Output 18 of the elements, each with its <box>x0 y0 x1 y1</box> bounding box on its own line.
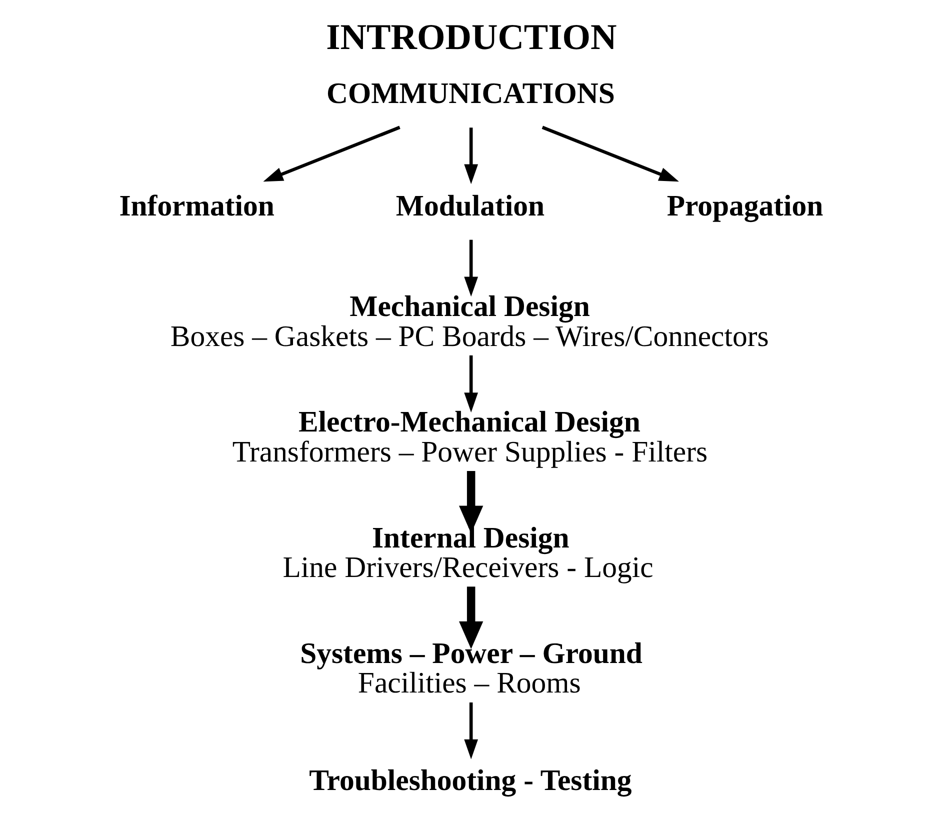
arrow <box>464 128 478 184</box>
arrow <box>459 471 484 534</box>
node-text: Information <box>119 190 274 222</box>
arrow <box>459 586 484 650</box>
arrow <box>542 126 679 182</box>
node-text: Electro-Mechanical Design Transformers – Power Supplies - Filters <box>232 406 708 468</box>
arrow <box>464 355 478 412</box>
node-text: Modulation <box>396 190 545 222</box>
node-text: COMMUNICATIONS <box>326 78 615 110</box>
node-text: Propagation <box>666 190 824 222</box>
node-text: Mechanical Design Boxes – Gaskets – PC Boards – Wires/Connectors <box>170 291 769 353</box>
node-text: Troubleshooting - Testing <box>309 765 632 798</box>
node-text: Systems – Power – Ground Facilities – Rooms <box>300 638 642 700</box>
arrow <box>464 702 478 760</box>
node-text: Internal Design Line Drivers/Receivers - Logic <box>282 522 654 584</box>
arrow <box>263 126 400 182</box>
arrow <box>464 240 478 297</box>
diagram-title: INTRODUCTION <box>326 16 617 57</box>
